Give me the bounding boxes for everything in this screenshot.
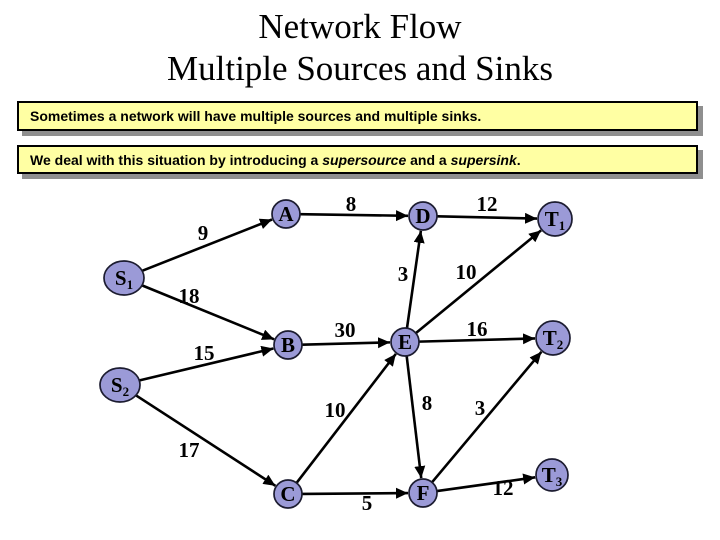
callout-text: Sometimes a network will have multiple s…	[30, 108, 481, 124]
edge-D-T1	[436, 212, 538, 224]
node-S2	[99, 367, 141, 403]
edge-S1-A	[140, 218, 273, 273]
node-F	[408, 478, 438, 508]
edge-weight-F-T2: 3	[475, 396, 486, 420]
edge-weight-D-T1: 12	[477, 192, 498, 216]
node-E	[390, 327, 420, 357]
edge-weight-S1-A: 9	[198, 221, 209, 245]
slide-title-line1: Network Flow	[258, 7, 462, 46]
edge-weight-S2-C: 17	[179, 438, 200, 462]
edge-weight-C-F: 5	[362, 491, 373, 515]
callout-text-part: supersink	[450, 151, 517, 168]
node-label-S2: S2	[111, 373, 129, 399]
node-S1	[103, 260, 145, 296]
node-A	[271, 199, 301, 229]
node-B	[273, 330, 303, 360]
callout-text-part: and a	[406, 151, 451, 168]
edge-F-T3	[436, 473, 536, 493]
node-label-D: D	[415, 204, 430, 228]
callout-text-part: We deal with this situation by introduci…	[30, 151, 323, 168]
edge-E-D	[405, 230, 425, 329]
edge-F-T2	[431, 350, 543, 484]
slide-title-line2: Multiple Sources and Sinks	[167, 49, 553, 88]
callout-text-part: Sometimes a network will have multiple s…	[30, 108, 482, 124]
edge-weight-F-T3: 12	[493, 476, 514, 500]
node-label-T2: T2	[543, 326, 564, 352]
node-label-C: C	[280, 482, 295, 506]
node-label-A: A	[278, 202, 294, 226]
edge-C-F	[301, 487, 409, 499]
callout-text-part: supersource	[322, 151, 407, 168]
node-label-B: B	[281, 333, 295, 357]
callout-text: We deal with this situation by introduci…	[30, 152, 521, 168]
callout-supersource-supersink: We deal with this situation by introduci…	[17, 145, 698, 174]
node-label-E: E	[398, 330, 412, 354]
edge-weight-E-T2: 16	[467, 317, 488, 341]
edge-weight-S1-B: 18	[179, 284, 200, 308]
edge-S2-B	[137, 345, 274, 382]
edge-S1-B	[140, 283, 275, 341]
edge-E-T1	[415, 229, 542, 335]
node-C	[273, 479, 303, 509]
edge-weight-B-E: 30	[335, 318, 356, 342]
edge-E-T2	[418, 333, 536, 345]
node-T2	[535, 320, 571, 356]
edge-weight-A-D: 8	[346, 192, 357, 216]
edge-weight-E-D: 3	[398, 262, 409, 286]
edge-weight-E-F: 8	[422, 391, 433, 415]
edge-E-F	[405, 355, 426, 479]
node-label-F: F	[417, 481, 430, 505]
edge-B-E	[301, 337, 391, 349]
node-label-S1: S1	[115, 266, 133, 292]
edge-weight-E-T1: 10	[456, 260, 477, 284]
edge-A-D	[299, 210, 409, 222]
callout-multiple-sources: Sometimes a network will have multiple s…	[17, 101, 698, 131]
node-label-T3: T3	[542, 463, 563, 489]
callout-text-part: .	[516, 151, 521, 168]
node-D	[408, 201, 438, 231]
node-T3	[535, 458, 569, 492]
edge-S2-C	[134, 393, 277, 487]
edge-weight-C-E: 10	[325, 398, 346, 422]
edge-C-E	[295, 353, 397, 484]
edge-weight-S2-B: 15	[194, 341, 215, 365]
node-T1	[537, 201, 573, 237]
node-label-T1: T1	[545, 207, 566, 233]
slide-title: Network Flow Multiple Sources and Sinks	[0, 6, 720, 90]
